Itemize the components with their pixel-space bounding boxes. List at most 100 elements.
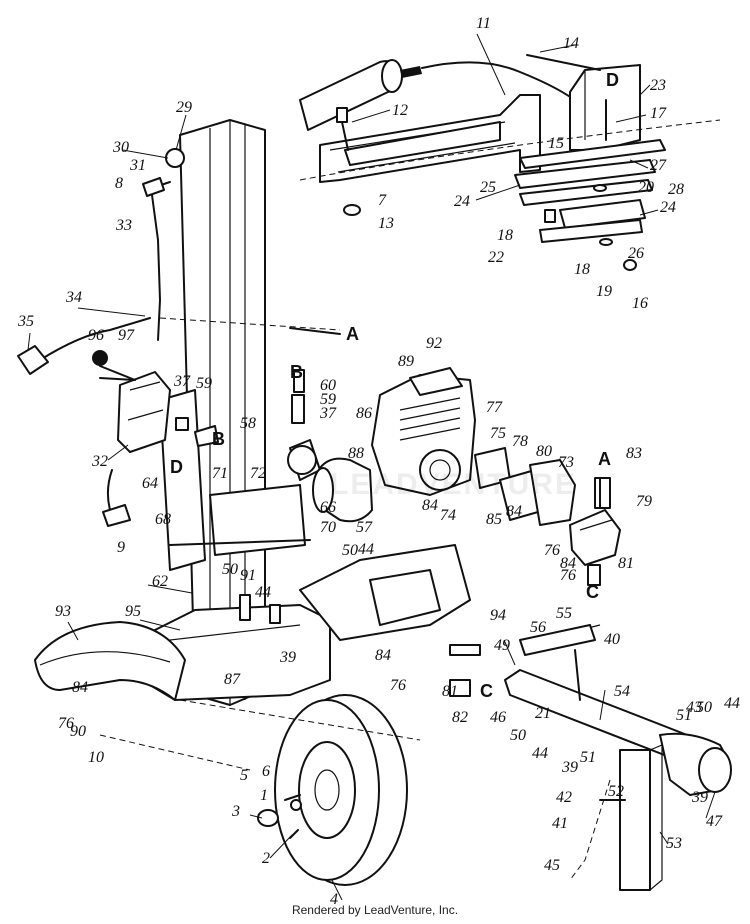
wheel-assembly: [99, 694, 421, 886]
callout-44b: 44: [255, 584, 271, 601]
callout-30: 30: [112, 139, 129, 156]
callout-5: 5: [240, 767, 248, 784]
footer-credit: Rendered by LeadVenture, Inc.: [291, 903, 459, 917]
callout-77: 77: [486, 399, 503, 416]
callout-8: 8: [115, 175, 123, 192]
callout-1: 1: [260, 787, 268, 804]
callout-83: 83: [626, 445, 642, 462]
callout-76d: 76: [58, 715, 74, 732]
connection-label-b: B: [290, 362, 303, 382]
callout-95: 95: [125, 603, 141, 620]
callout-76c: 76: [390, 677, 406, 694]
callout-41: 41: [552, 815, 568, 832]
callout-12: 12: [392, 102, 408, 119]
connection-label-c: C: [586, 582, 599, 602]
vertical-beam: D: [142, 119, 341, 706]
callout-3: 3: [231, 803, 240, 820]
callout-45: 45: [544, 857, 560, 874]
callout-21: 21: [535, 705, 551, 722]
callout-40: 40: [604, 631, 620, 648]
callout-19: 19: [596, 283, 612, 300]
callout-10: 10: [88, 749, 104, 766]
callout-labels: 1 2 3 4 5 6 7 8 9 10 11 12 13 14 15 16 1…: [17, 15, 740, 908]
callout-23: 23: [650, 77, 666, 94]
callout-42: 42: [556, 789, 572, 806]
callout-93: 93: [55, 603, 71, 620]
svg-text:D: D: [170, 457, 183, 477]
base-and-tank: [144, 484, 471, 701]
callout-86: 86: [356, 405, 372, 422]
callout-55: 55: [556, 605, 572, 622]
callout-58: 58: [240, 415, 256, 432]
callout-51b: 51: [580, 749, 596, 766]
callout-13: 13: [378, 215, 394, 232]
control-valve-assembly: [17, 317, 219, 527]
connection-label-a-2: A: [598, 449, 611, 469]
callout-44c: 44: [532, 745, 548, 762]
callout-72: 72: [250, 465, 266, 482]
callout-84e: 84: [72, 679, 88, 696]
callout-57: 57: [356, 519, 373, 536]
connection-label-c-2: C: [480, 681, 493, 701]
callout-52: 52: [608, 783, 624, 800]
leader-lines: [27, 33, 716, 901]
callout-39: 39: [279, 649, 296, 666]
callout-96: 96: [88, 327, 104, 344]
callout-90: 90: [70, 723, 86, 740]
callout-71: 71: [212, 465, 228, 482]
callout-59: 59: [196, 375, 212, 392]
callout-94: 94: [490, 607, 506, 624]
callout-17: 17: [650, 105, 667, 122]
callout-87: 87: [224, 671, 241, 688]
callout-22: 22: [488, 249, 504, 266]
callout-89: 89: [398, 353, 414, 370]
callout-31: 31: [129, 157, 146, 174]
tow-tongue-assembly: [504, 624, 732, 891]
callout-54: 54: [614, 683, 630, 700]
callout-50c: 50: [510, 727, 526, 744]
callout-68: 68: [155, 511, 171, 528]
callout-84: 84: [422, 497, 438, 514]
callout-91: 91: [240, 567, 256, 584]
hydraulic-hoses: [289, 327, 611, 697]
callout-79: 79: [636, 493, 652, 510]
callout-24: 24: [454, 193, 470, 210]
connection-label-b-2: B: [212, 429, 225, 449]
callout-18: 18: [497, 227, 513, 244]
callout-51: 51: [676, 707, 692, 724]
callout-25: 25: [480, 179, 496, 196]
callout-32: 32: [91, 453, 108, 470]
callout-84d: 84: [375, 647, 391, 664]
callout-6: 6: [262, 763, 270, 780]
callout-50d: 50: [696, 699, 712, 716]
callout-73: 73: [558, 454, 574, 471]
callout-85: 85: [486, 511, 502, 528]
callout-33: 33: [115, 217, 132, 234]
watermark: LEADVENTURE: [330, 468, 578, 501]
callout-37b: 37: [319, 405, 337, 422]
callout-28: 28: [668, 181, 684, 198]
callout-82: 82: [452, 709, 468, 726]
callout-44: 44: [358, 541, 374, 558]
callout-76b: 76: [560, 567, 576, 584]
callout-74: 74: [440, 507, 456, 524]
connection-label-a: A: [346, 324, 359, 344]
svg-text:D: D: [606, 70, 619, 90]
pump-and-filter: [287, 369, 373, 523]
callout-80: 80: [536, 443, 552, 460]
callout-76: 76: [544, 542, 560, 559]
callout-34: 34: [65, 289, 82, 306]
callout-50b: 50: [222, 561, 238, 578]
callout-9: 9: [117, 539, 125, 556]
callout-26: 26: [628, 245, 644, 262]
callout-24b: 24: [660, 199, 676, 216]
callout-15: 15: [548, 135, 564, 152]
callout-50: 50: [342, 542, 358, 559]
callout-39b: 39: [561, 759, 578, 776]
callout-43: 43: [686, 699, 702, 716]
callout-78: 78: [512, 433, 528, 450]
callout-37: 37: [173, 373, 191, 390]
callout-18b: 18: [574, 261, 590, 278]
callout-84c: 84: [560, 555, 576, 572]
